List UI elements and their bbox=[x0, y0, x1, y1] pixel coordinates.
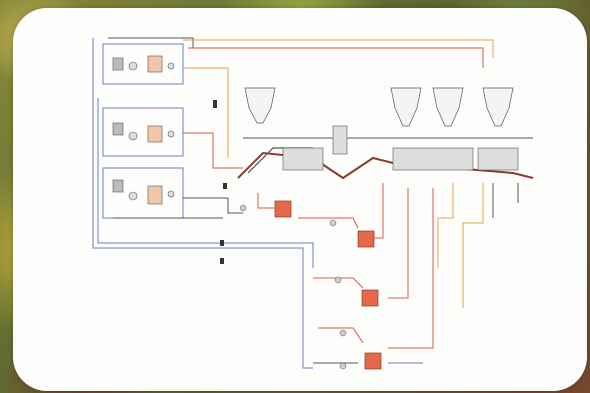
module-1-equipment bbox=[112, 55, 175, 73]
heat-exchanger-icon bbox=[274, 200, 292, 218]
hopper-icon bbox=[390, 87, 422, 127]
valve-markers bbox=[213, 100, 227, 264]
heat-exchanger-icon bbox=[364, 352, 382, 370]
main-conveyor-lower bbox=[237, 151, 534, 180]
exchanger-feed-2 bbox=[368, 183, 384, 239]
pump-icon bbox=[339, 362, 347, 370]
hopper-icon bbox=[432, 87, 464, 127]
feed-line-top bbox=[108, 37, 194, 48]
left-hline-1 bbox=[183, 67, 229, 158]
heat-exchanger-icon bbox=[357, 230, 375, 248]
heat-exchanger-group bbox=[274, 200, 382, 370]
exchanger-feed-6 bbox=[462, 183, 484, 308]
module-box-2 bbox=[102, 107, 184, 157]
process-flow-diagram bbox=[92, 37, 534, 370]
heat-exchanger-icon bbox=[361, 289, 379, 307]
exchanger-feed-3 bbox=[388, 188, 409, 299]
pump-icon bbox=[329, 219, 337, 227]
pump-group bbox=[239, 204, 347, 370]
return-line-top bbox=[92, 38, 313, 369]
diagram-card bbox=[13, 8, 587, 391]
left-hline-2 bbox=[183, 132, 243, 169]
exchanger-feed-4 bbox=[388, 188, 434, 349]
hopper-group bbox=[244, 87, 514, 127]
cascade-1 bbox=[298, 217, 359, 229]
conveyor-drums bbox=[282, 125, 519, 171]
exchanger-feed-5 bbox=[437, 183, 454, 268]
feed-line-top3 bbox=[188, 47, 484, 68]
pump-icon bbox=[339, 329, 347, 337]
module-3-equipment bbox=[112, 179, 175, 205]
cascade-2 bbox=[313, 277, 364, 289]
pump-icon bbox=[334, 276, 342, 284]
feed-line-top2 bbox=[183, 39, 494, 58]
return-line-mid bbox=[97, 98, 314, 268]
hopper-icon bbox=[244, 87, 276, 124]
exchanger-feed-1 bbox=[257, 193, 278, 209]
left-equipment-group bbox=[112, 55, 175, 205]
module-box-1 bbox=[102, 43, 184, 85]
cascade-3 bbox=[318, 327, 364, 344]
pump-icon bbox=[239, 204, 247, 212]
hopper-icon bbox=[482, 87, 514, 127]
left-hline-3 bbox=[183, 197, 243, 214]
module-2-equipment bbox=[112, 122, 175, 143]
